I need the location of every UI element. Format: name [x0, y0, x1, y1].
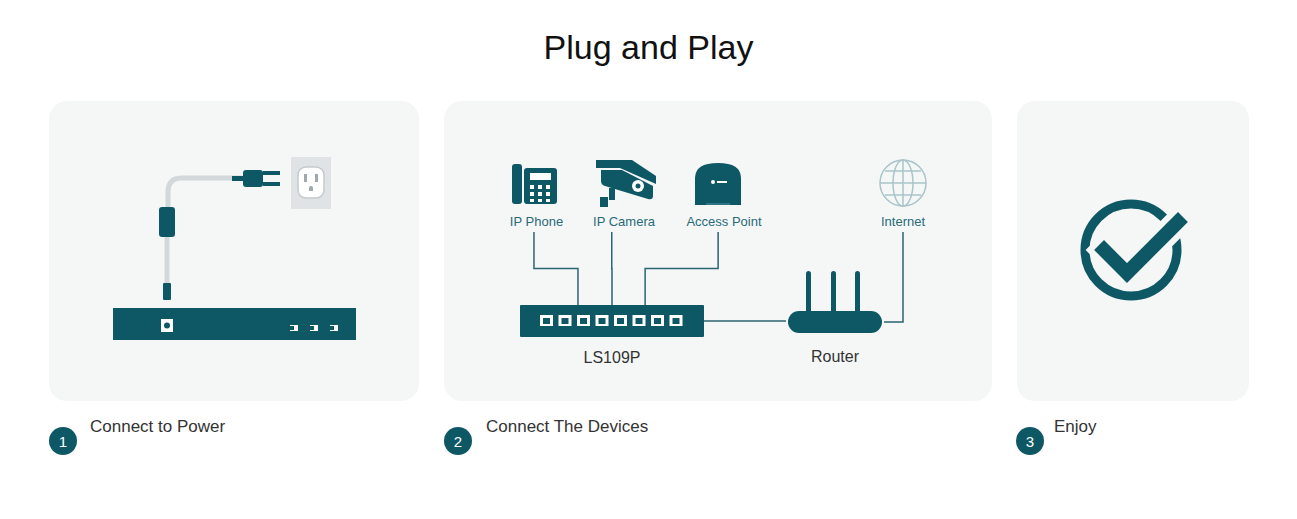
step-caption: Connect to Power [90, 416, 225, 438]
network-cable [884, 232, 903, 322]
step-panel: Enjoy [1017, 101, 1249, 401]
device-label: Access Point [672, 213, 776, 231]
network-cable [645, 232, 718, 305]
step-number-text: 2 [454, 433, 462, 450]
device-label: Internet [863, 213, 943, 231]
step-panel: Connect The DevicesIP PhoneIP CameraAcce… [444, 101, 992, 401]
step-number: 3 [1016, 427, 1044, 455]
step-caption: Connect The Devices [486, 416, 648, 438]
step-number: 2 [444, 427, 472, 455]
page-title: Plug and Play [0, 24, 1297, 70]
device-node: Access Point [682, 158, 766, 232]
network-cable [704, 320, 786, 322]
step-number: 1 [49, 427, 77, 455]
network-cable [534, 232, 578, 305]
device-label: LS109P [510, 349, 714, 367]
step-panel: Connect to Power [49, 101, 419, 401]
device-node: IP Phone [505, 158, 568, 232]
switch-node: LS109P [520, 305, 704, 367]
router-node: Router [786, 268, 884, 366]
device-node: Internet [873, 156, 933, 232]
network-cable [611, 232, 613, 305]
step-caption: Enjoy [1054, 416, 1097, 438]
device-label: Router [776, 348, 894, 366]
device-label: IP Camera [580, 213, 668, 231]
device-node: IP Camera [590, 158, 658, 232]
step-number-text: 1 [59, 433, 67, 450]
device-label: IP Phone [495, 213, 578, 231]
step-number-text: 3 [1026, 433, 1034, 450]
